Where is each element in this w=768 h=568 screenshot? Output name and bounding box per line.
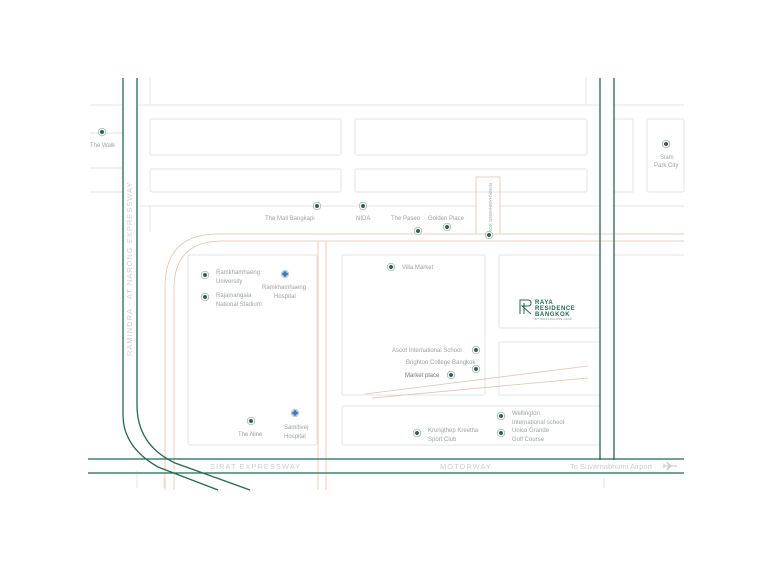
label-rajamangala-2: National Stadium [216, 302, 262, 308]
label-the-paseo: The Paseo [391, 216, 421, 222]
block [354, 168, 588, 193]
location-pin-icon[interactable] [442, 222, 452, 232]
location-pin-icon[interactable] [446, 370, 456, 380]
diagonal-road [371, 377, 589, 399]
block [341, 254, 486, 396]
main-road [164, 233, 684, 490]
label-villa-market: Villa Market [402, 265, 434, 271]
label-siam-park-1: Siam [660, 155, 674, 161]
label-siam-park-2: Park City [654, 163, 678, 169]
location-pin-icon[interactable] [496, 411, 506, 421]
block [149, 168, 342, 193]
brand-line3: BANGKOK [535, 312, 570, 318]
location-pin-icon[interactable] [312, 201, 322, 211]
left-expressway-label: RAMINDRA - AT NARONG EXPRESSWAY [125, 182, 134, 357]
expressways [88, 78, 684, 491]
location-pin-icon[interactable] [386, 262, 396, 272]
label-ru-2: University [216, 279, 242, 285]
label-mall-bangkapi: The Mall Bangkapi [265, 216, 315, 222]
label-rmh-1: Ramkhamhaeng [262, 285, 306, 291]
brand-tagline: BY WORLDCLASS LAND [535, 317, 572, 321]
brand-line2: RESIDENCE [535, 306, 575, 312]
motorway-label: MOTORWAY [440, 462, 492, 471]
location-pin-icon[interactable] [471, 345, 481, 355]
label-wellington-2: International school [512, 420, 564, 426]
left-expressway [136, 78, 251, 491]
location-pin-icon[interactable] [412, 428, 422, 438]
main-road [173, 240, 684, 490]
soi-label: RAMKHAMHAENG SOI 24 [488, 183, 493, 238]
left-expressway [122, 78, 219, 491]
location-pin-icon[interactable] [200, 292, 210, 302]
label-the-nine: The Nine [238, 432, 263, 438]
location-pin-icon[interactable] [200, 270, 210, 280]
markers [97, 127, 671, 438]
label-rmh-2: Hospital [274, 294, 296, 300]
hospital-cross-icon[interactable] [280, 269, 290, 279]
brand-line1: RAYA [535, 300, 553, 306]
label-wellington-1: Wellington [512, 411, 540, 417]
label-ru-1: Ramkhamhaeng [216, 270, 260, 276]
airplane-icon [663, 462, 677, 470]
logo-mark [519, 299, 532, 315]
label-golden-place: Golden Place [428, 216, 465, 222]
city-blocks [90, 78, 685, 488]
label-the-walk: The Walk [90, 143, 116, 149]
label-samitivej-2: Hospital [284, 434, 306, 440]
location-pin-icon[interactable] [661, 139, 671, 149]
block [646, 118, 685, 193]
label-samitivej-1: Samitivej [284, 425, 308, 431]
place-labels: The Walk Siam Park City The Mall Bangkap… [90, 143, 678, 443]
hospital-cross-icon[interactable] [290, 408, 300, 418]
location-pin-icon[interactable] [413, 226, 423, 236]
label-brighton: Brighton College Bangkok [406, 360, 476, 366]
location-pin-icon[interactable] [484, 230, 494, 240]
location-pin-icon[interactable] [496, 428, 506, 438]
label-krungthep-1: Krungthep Kreetha [428, 428, 479, 434]
label-unico-1: Unico Grande [512, 428, 550, 434]
label-nida: NIDA [356, 216, 370, 222]
soi-24 [475, 176, 501, 234]
location-pin-icon[interactable] [246, 416, 256, 426]
label-market-place: Market place [405, 373, 440, 379]
diagonal-road [364, 365, 589, 395]
label-ascot: Ascot International School [392, 348, 462, 354]
raya-residence-logo: RAYA RESIDENCE BANGKOK BY WORLDCLASS LAN… [519, 299, 575, 321]
local-roads [164, 176, 684, 490]
location-pin-icon[interactable] [97, 127, 107, 137]
block [149, 118, 342, 156]
location-pin-icon[interactable] [471, 364, 481, 374]
label-rajamangala-1: Rajamangala [216, 293, 252, 299]
block [187, 254, 318, 446]
sirat-label: SIRAT EXPRESSWAY [210, 462, 301, 471]
label-krungthep-2: Sport Club [428, 437, 457, 443]
airport-label: To Suvarnabhumi Airport [570, 462, 653, 471]
location-pin-icon[interactable] [358, 201, 368, 211]
block [354, 118, 588, 156]
label-unico-2: Golf Course [512, 437, 545, 443]
